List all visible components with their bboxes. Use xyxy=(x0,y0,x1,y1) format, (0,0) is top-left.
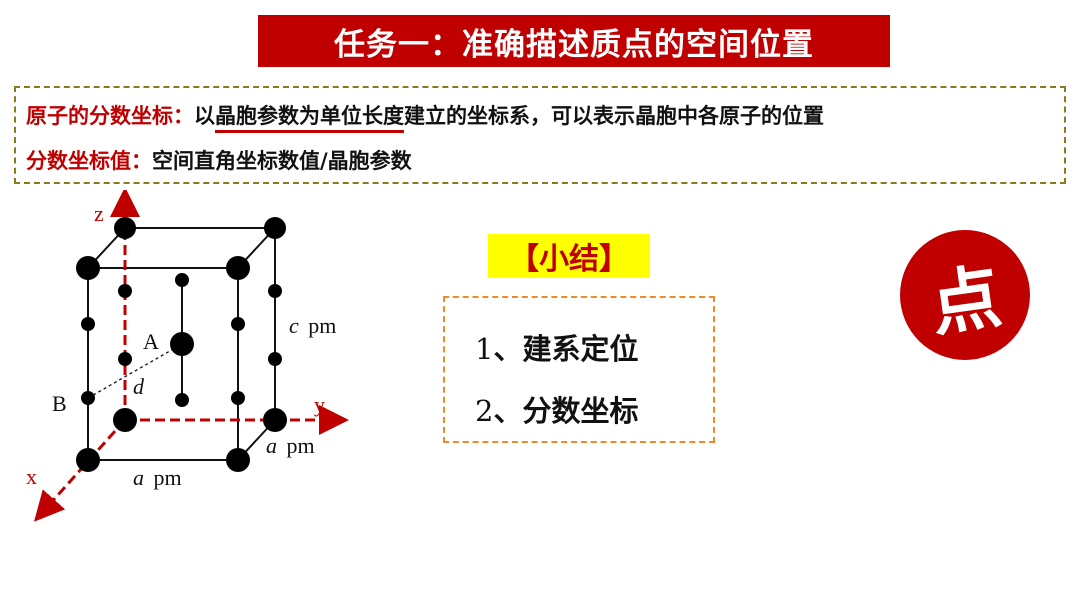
label-c-unit: pm xyxy=(308,313,336,338)
atom-edge xyxy=(268,284,282,298)
atom-B xyxy=(81,391,95,405)
summary-item-2-number: 2 xyxy=(475,394,494,428)
label-c-var: c xyxy=(289,313,299,338)
atom-corner xyxy=(114,217,136,239)
definition-text-suffix: 建立的坐标系，可以表示晶胞中各原子的位置 xyxy=(404,104,824,128)
label-a-var-bottom: a xyxy=(133,465,144,490)
atom-edge xyxy=(231,391,245,405)
definition-line-1: 原子的分数坐标：以晶胞参数为单位长度建立的坐标系，可以表示晶胞中各原子的位置 xyxy=(26,100,824,133)
definition-box: 原子的分数坐标：以晶胞参数为单位长度建立的坐标系，可以表示晶胞中各原子的位置 分… xyxy=(14,86,1066,184)
distance-d-line xyxy=(87,343,183,399)
axis-y-label: y xyxy=(314,392,325,417)
summary-item-1-number: 1 xyxy=(475,332,494,366)
atom-inner xyxy=(175,393,189,407)
summary-box: 1、建系定位 2、分数坐标 xyxy=(443,296,715,443)
summary-tag: 【小结】 xyxy=(488,234,650,278)
atom-corner xyxy=(264,217,286,239)
atom-edge xyxy=(118,352,132,366)
label-a-var-right: a xyxy=(266,433,277,458)
atom-inner xyxy=(175,273,189,287)
axis-x-label: x xyxy=(26,464,37,489)
summary-item-2-sep: 、 xyxy=(493,394,523,428)
unit-cell-diagram: z y x A B d c pm a pm a pm xyxy=(26,190,349,522)
summary-item-1: 1、建系定位 xyxy=(475,326,638,368)
summary-item-2-text: 分数坐标 xyxy=(522,394,639,428)
label-a-pm-bottom: a pm xyxy=(133,465,182,490)
definition-text-underlined: 晶胞参数为单位长度 xyxy=(215,104,404,133)
page-title: 任务一：准确描述质点的空间位置 xyxy=(258,15,890,67)
label-a-pm-right: a pm xyxy=(266,433,315,458)
atoms xyxy=(76,217,287,472)
label-A: A xyxy=(143,329,159,354)
atom-edge xyxy=(81,317,95,331)
atom-corner xyxy=(113,408,137,432)
definition-text-prefix: 以 xyxy=(194,104,215,128)
atom-edge xyxy=(118,284,132,298)
atom-corner xyxy=(263,408,287,432)
atom-corner xyxy=(226,256,250,280)
definition-line-2: 分数坐标值：空间直角坐标数值/晶胞参数 xyxy=(26,145,412,175)
definition-text-2: 空间直角坐标数值/晶胞参数 xyxy=(152,149,412,173)
term-fractional-coordinates: 原子的分数坐标： xyxy=(26,104,194,128)
label-a-unit-right: pm xyxy=(287,433,315,458)
point-badge: 点 xyxy=(900,230,1030,360)
summary-item-2: 2、分数坐标 xyxy=(475,388,638,430)
atom-edge xyxy=(231,317,245,331)
label-B: B xyxy=(52,391,67,416)
label-c-pm: c pm xyxy=(289,313,336,338)
atom-corner xyxy=(76,256,100,280)
atom-corner xyxy=(226,448,250,472)
badge-character: 点 xyxy=(925,253,1007,346)
summary-item-1-sep: 、 xyxy=(493,332,523,366)
atom-edge xyxy=(268,352,282,366)
atom-A xyxy=(170,332,194,356)
term-fractional-value: 分数坐标值： xyxy=(26,149,152,173)
axis-z-label: z xyxy=(94,201,104,226)
summary-item-1-text: 建系定位 xyxy=(522,332,639,366)
label-a-unit-bottom: pm xyxy=(154,465,182,490)
label-d: d xyxy=(133,374,145,399)
atom-corner xyxy=(76,448,100,472)
